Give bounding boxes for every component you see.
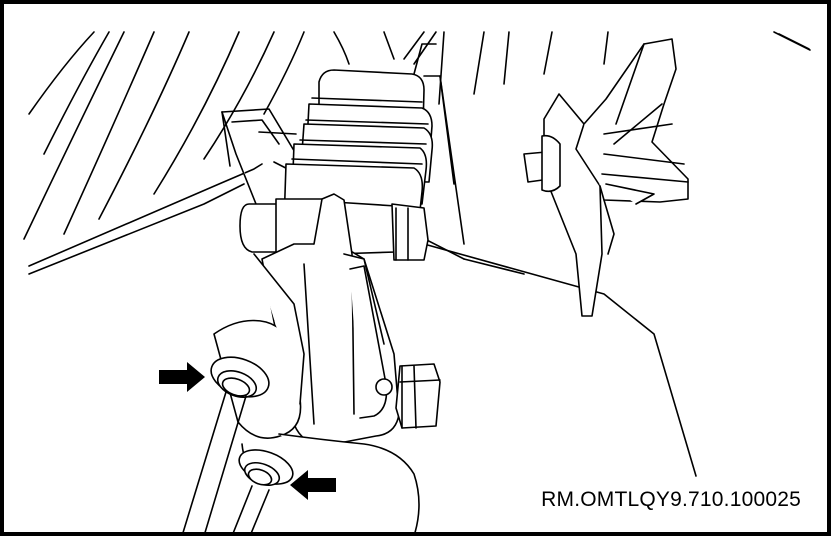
shafts: [182, 391, 270, 532]
strut: [413, 43, 465, 245]
upper-bushing: [210, 356, 270, 398]
lower-bushing-arrow: [290, 470, 336, 500]
drive-boot: [543, 38, 689, 317]
floor-lines: [28, 161, 697, 477]
upper-bushing-arrow: [159, 362, 205, 392]
boot-stud: [523, 134, 561, 193]
lower-hex-bolt: [395, 363, 441, 429]
lower-arm: [213, 253, 420, 532]
rubber-mount: [283, 69, 434, 230]
mechanical-illustration: [23, 31, 811, 532]
lower-bushing: [238, 449, 294, 487]
reference-code: RM.OMTLQY9.710.100025: [541, 488, 801, 511]
